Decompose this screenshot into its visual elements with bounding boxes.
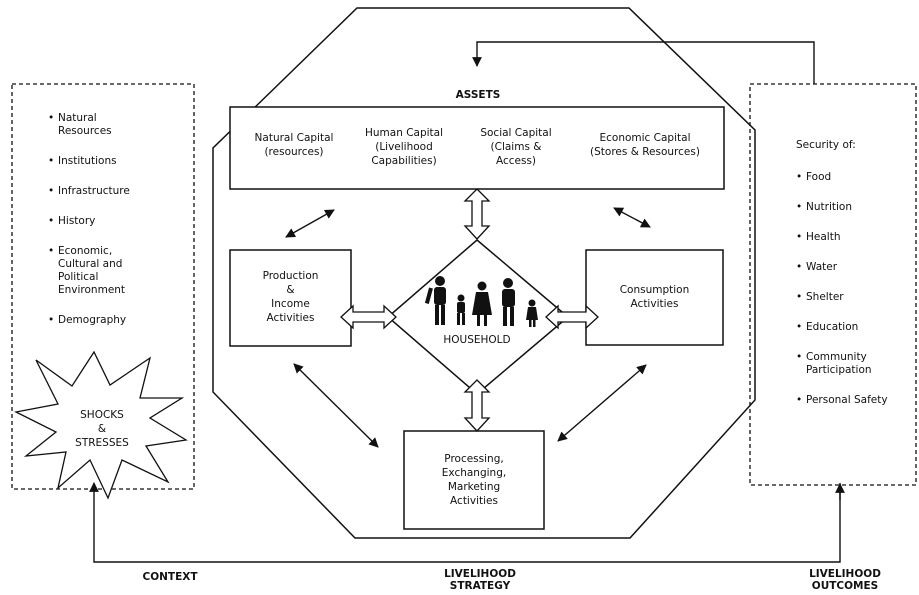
- social-capital-label: Social Capital (Claims & Access): [480, 127, 552, 167]
- context-item: Natural Resources: [48, 112, 188, 138]
- strategy-footer-label: LIVELIHOOD STRATEGY: [444, 568, 516, 592]
- production-label: Production & Income Activities: [262, 270, 319, 324]
- outcome-item: Personal Safety: [796, 394, 911, 407]
- context-item: Institutions: [48, 155, 188, 168]
- consumption-label: Consumption Activities: [619, 284, 690, 310]
- outcome-item: Food: [796, 171, 911, 184]
- context-item: Infrastructure: [48, 185, 188, 198]
- context-item: Economic, Cultural and Political Environ…: [48, 245, 188, 297]
- assets-household-arrow: [463, 188, 491, 240]
- human-capital-label: Human Capital (Livelihood Capabilities): [364, 127, 444, 167]
- context-footer-label: CONTEXT: [142, 571, 198, 583]
- assets-production-arrow: [285, 209, 335, 238]
- family-icon: [424, 276, 538, 327]
- processing-box: [403, 430, 545, 530]
- bottom-feedback-line: [89, 482, 841, 563]
- outcomes-feedback-arrow: [472, 41, 815, 84]
- context-list: Natural Resources Institutions Infrastru…: [48, 112, 188, 344]
- processing-label: Processing, Exchanging, Marketing Activi…: [441, 453, 507, 507]
- outcome-item: Community Participation: [796, 351, 911, 377]
- outcome-item: Shelter: [796, 291, 911, 304]
- outcomes-box: [749, 83, 917, 486]
- outcomes-heading: Security of:: [796, 139, 856, 151]
- assets-consumption-arrow: [613, 207, 651, 228]
- strategy-octagon: [212, 7, 756, 539]
- shocks-label: SHOCKS & STRESSES: [75, 409, 129, 449]
- household-consumption-arrow: [545, 304, 599, 330]
- production-processing-arrow: [293, 363, 379, 448]
- household-processing-arrow: [463, 379, 491, 432]
- shocks-starburst: [13, 350, 188, 500]
- context-item: Demography: [48, 314, 188, 327]
- outcome-item: Water: [796, 261, 911, 274]
- outcome-item: Education: [796, 321, 911, 334]
- production-box: [229, 249, 352, 347]
- consumption-box: [585, 249, 724, 346]
- context-box: [11, 83, 195, 490]
- outcomes-list: Food Nutrition Health Water Shelter Educ…: [796, 171, 911, 424]
- assets-title: ASSETS: [455, 89, 501, 101]
- outcome-item: Health: [796, 231, 911, 244]
- consumption-processing-arrow: [557, 364, 647, 442]
- outcome-item: Nutrition: [796, 201, 911, 214]
- economic-capital-label: Economic Capital (Stores & Resources): [590, 132, 700, 158]
- natural-capital-label: Natural Capital (resources): [254, 132, 334, 158]
- outcomes-footer-label: LIVELIHOOD OUTCOMES: [809, 568, 881, 592]
- context-item: History: [48, 215, 188, 228]
- household-label: HOUSEHOLD: [443, 334, 511, 346]
- assets-box: [229, 106, 725, 190]
- production-household-arrow: [340, 304, 397, 330]
